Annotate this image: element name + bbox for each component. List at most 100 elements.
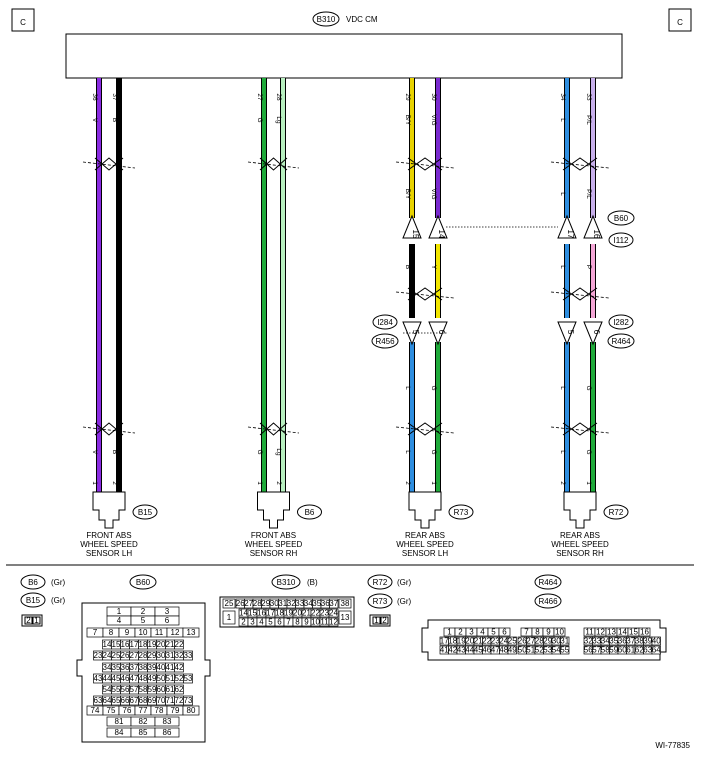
b60-pin-label: 29 [148,651,157,660]
b310-pin-label: 25 [225,599,234,608]
r464-pin-label: 54 [552,646,561,655]
splice-mark [259,422,288,436]
legend-b310-badge-text: B310 [277,578,296,587]
b60-pin-label: 20 [157,640,166,649]
r464-pin-label: 42 [448,646,457,655]
b60-pin-label: 5 [141,616,146,625]
corner-label-right: C [677,18,683,27]
legend-b310-badge [271,574,301,590]
b60-pin-label: 23 [94,651,103,660]
b310-pin-label: 8 [295,618,300,627]
b60-pin-label: 40 [157,663,166,672]
r464-pin-label: 31 [560,637,569,646]
r464-pin-label: 55 [560,646,569,655]
b60-pin-label: 2 [141,607,146,616]
b60-pin-label: 60 [157,685,166,694]
legend-r73-badge [367,593,393,609]
r464-pin-label: 61 [626,646,635,655]
b60-pin-label: 66 [121,696,130,705]
r464-pin-label: 48 [499,646,508,655]
wire-color-label: Y [430,265,437,270]
b60-pin-label: 31 [166,651,175,660]
b310-pin-label: 10 [311,618,320,627]
b60-pin-label: 85 [139,728,148,737]
b60-pin-label: 8 [109,628,114,637]
b310-pin-label: 18 [275,609,284,618]
junction-pin-label: 17 [566,230,575,239]
b60-pin-cell [174,662,184,673]
r464-pin-label: 18 [448,637,457,646]
sensor-name-line: FRONT ABS [251,531,296,540]
r464-pin-cell [560,645,570,655]
r464-pin-label: 46 [482,646,491,655]
b60-pin-label: 12 [171,628,180,637]
b310-pin-label: 2 [241,618,246,627]
junction-pin-label: 6 [592,330,601,335]
break-line [247,161,300,169]
junction-pin-label: 16 [592,230,601,239]
wire-color-label: Lg [275,116,282,124]
r464-pin-cell [651,636,661,646]
b60-pin-cell [183,650,193,661]
legend-r73-badge-text: R73 [373,597,388,606]
r464-pin-cell [553,627,566,637]
r464-pin-label: 39 [643,637,652,646]
sensor-pin-label: 2 [111,481,118,485]
break-line [395,426,455,434]
b310-pin-label: 6 [277,618,282,627]
wire-color-label: L [404,450,411,454]
sensor-name-line: REAR ABS [560,531,600,540]
junction-badge-b60-text: B60 [614,214,629,223]
legend-b15-color: (Gr) [51,596,66,605]
r464-pin-label: 16 [640,628,649,637]
r464-pin-label: 34 [601,637,610,646]
splice-mark [407,422,443,436]
b310-pin-label: 38 [341,599,350,608]
break-line [82,161,136,169]
r464-pin-label: 45 [474,646,483,655]
r464-pin-label: 10 [555,628,564,637]
b60-pin-label: 1 [117,607,122,616]
junction-pin-label: 5 [566,330,575,335]
legend-r466-badge-text: R466 [538,597,558,606]
r464-pin-label: 33 [592,637,601,646]
r464-pin-label: 20 [465,637,474,646]
b60-pin-label: 26 [121,651,130,660]
b310-pin-label: 13 [341,613,350,622]
splice-mark [94,157,124,171]
sensor-connector-badge-text: B15 [138,508,153,517]
wire-color-label: G [585,385,592,390]
r464-pin-label: 25 [508,637,517,646]
r464-pin-label: 17 [440,637,449,646]
break-line [82,426,136,434]
wire-color-label: P [585,265,592,269]
b60-pin-label: 53 [184,674,193,683]
b60-pin-label: 38 [139,663,148,672]
r464-pin-label: 32 [584,637,593,646]
b60-pin-label: 13 [187,628,196,637]
b60-pin-cell [183,673,193,684]
pin-cell [380,616,389,625]
r464-pin-label: 12 [596,628,605,637]
b60-pin-label: 16 [121,640,130,649]
wire-color-label: B [111,118,118,122]
b60-pin-label: 34 [103,663,112,672]
b60-pin-label: 36 [121,663,130,672]
break-line [247,426,300,434]
sensor-name-line: SENSOR RH [250,549,298,558]
legend-b60-badge-text: B60 [136,578,151,587]
module-pin-label: 33 [585,93,592,101]
r464-pin-label: 36 [618,637,627,646]
break-line [395,161,455,169]
b60-pin-label: 3 [165,607,170,616]
b60-pin-label: 86 [163,728,172,737]
legend-b60-badge [129,574,157,590]
b310-pin-label: 17 [266,609,275,618]
wire-color-label: Lg [275,448,282,456]
b60-pin-label: 19 [148,640,157,649]
b60-pin-label: 80 [187,706,196,715]
junction-badge-r456 [371,333,399,349]
